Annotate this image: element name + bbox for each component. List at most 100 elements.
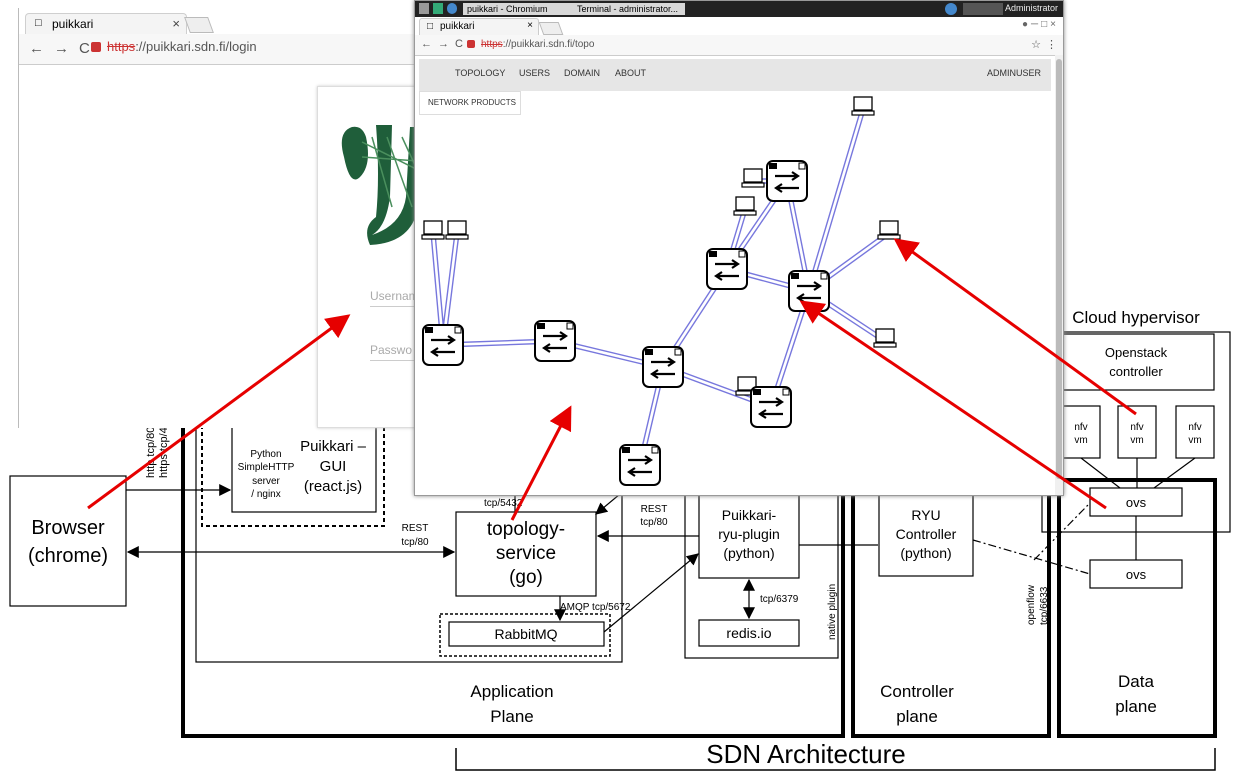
- gui-label: Puikkari –GUI(react.js): [300, 438, 367, 495]
- bookmark-star-icon[interactable]: ☆: [1031, 39, 1041, 51]
- terminal-launcher-icon[interactable]: [433, 3, 443, 14]
- taskbar-item-terminal[interactable]: Terminal - administrator...: [573, 3, 685, 15]
- conn-http-label: http tcp/80: [145, 427, 157, 478]
- navigation-bar: ←→C https://puikkari.sdn.fi/login: [19, 34, 431, 65]
- rabbitmq-label: RabbitMQ: [494, 626, 557, 642]
- redis-port-label: tcp/6379: [760, 594, 799, 605]
- topology-graph: [421, 96, 901, 486]
- ovs-2-label: ovs: [1126, 567, 1147, 582]
- vm3-ovs: [1153, 457, 1196, 489]
- address-bar[interactable]: https://puikkari.sdn.fi/login: [91, 39, 257, 54]
- password-input[interactable]: Passwo: [370, 343, 430, 361]
- openstack-box: [1055, 333, 1215, 391]
- switch-icon[interactable]: [534, 320, 576, 362]
- ovs-1-label: ovs: [1126, 495, 1147, 510]
- close-icon[interactable]: ×: [172, 16, 180, 31]
- switch-icon[interactable]: [642, 346, 684, 388]
- browser-box: [9, 475, 127, 607]
- window-controls[interactable]: ●─□×: [1021, 19, 1059, 30]
- taskbar-item-chromium[interactable]: puikkari - Chromium: [463, 3, 575, 15]
- nav-buttons[interactable]: ←→C: [29, 40, 100, 57]
- cloud-hypervisor-label: Cloud hypervisor: [1072, 308, 1200, 327]
- network-products-tab[interactable]: NETWORK PRODUCTS: [419, 91, 521, 115]
- scrollbar-thumb[interactable]: [1056, 59, 1062, 479]
- rabbitmq-box: [448, 621, 605, 647]
- tab-bar: □ puikkari × ●─□×: [415, 17, 1063, 36]
- page-icon: □: [427, 21, 434, 32]
- nav-users[interactable]: USERS: [519, 68, 551, 78]
- openflow-link-1: [972, 539, 1091, 575]
- switch-icon[interactable]: [619, 444, 661, 486]
- tab-bar: □ puikkari ×: [19, 8, 431, 35]
- host-icon[interactable]: [873, 328, 897, 348]
- nav-buttons[interactable]: ←→C: [421, 38, 469, 50]
- navigation-bar: ←→C https://puikkari.sdn.fi/topo ☆ ⋮: [415, 35, 1063, 56]
- scrollbar[interactable]: [1055, 55, 1063, 495]
- redis-box: [698, 619, 800, 647]
- url-scheme: https: [107, 39, 136, 54]
- url-rest: ://puikkari.sdn.fi/login: [135, 39, 257, 54]
- tab-puikkari-login[interactable]: □ puikkari ×: [25, 13, 187, 35]
- ryu-plugin-label: Puikkari-ryu-plugin(python): [718, 507, 779, 561]
- username-input[interactable]: Usernam: [370, 289, 430, 307]
- sdn-bracket: [455, 748, 1216, 771]
- topology-browser-window: puikkari - Chromium Terminal - administr…: [414, 0, 1064, 496]
- menu-icon[interactable]: [419, 3, 429, 14]
- nav-domain[interactable]: DOMAIN: [564, 68, 600, 78]
- tab-title: puikkari: [52, 17, 94, 31]
- nav-about[interactable]: ABOUT: [615, 68, 647, 78]
- topology-service-label: topology-service(go): [487, 519, 565, 588]
- topology-host-link[interactable]: [810, 109, 866, 292]
- gui-topology-arrow: [595, 493, 621, 515]
- taskbar-user[interactable]: Administrator: [1005, 3, 1059, 13]
- switch-icon[interactable]: [706, 248, 748, 290]
- sdn-architecture-label: SDN Architecture: [706, 739, 905, 769]
- host-icon[interactable]: [421, 220, 445, 240]
- host-icon[interactable]: [877, 220, 901, 240]
- tab-puikkari-topo[interactable]: □ puikkari ×: [419, 18, 539, 36]
- new-tab-button[interactable]: [184, 17, 214, 33]
- ovs-box-2: [1089, 559, 1183, 589]
- close-icon[interactable]: ×: [527, 20, 533, 31]
- tray-widgets: [963, 3, 1003, 15]
- host-icon[interactable]: [733, 196, 757, 216]
- tray-icon[interactable]: [945, 3, 957, 15]
- gui-dashed-box: [201, 419, 385, 527]
- browser-label: Browser(chrome): [28, 517, 108, 567]
- host-icon[interactable]: [851, 96, 875, 116]
- rabbitmq-dashed-box: [439, 613, 611, 657]
- browser-menu-icon[interactable]: ⋮: [1046, 39, 1057, 51]
- switch-icon[interactable]: [788, 270, 830, 312]
- lock-icon: [467, 40, 475, 48]
- address-bar[interactable]: https://puikkari.sdn.fi/topo: [467, 39, 594, 50]
- chromium-launcher-icon[interactable]: [447, 3, 457, 14]
- url-scheme: https: [481, 39, 503, 50]
- host-icon[interactable]: [735, 376, 759, 396]
- redis-label: redis.io: [726, 625, 771, 641]
- topology-host-link[interactable]: [806, 108, 862, 291]
- host-icon[interactable]: [445, 220, 469, 240]
- switch-icon[interactable]: [750, 386, 792, 428]
- nav-user-menu[interactable]: ADMINUSER: [987, 68, 1042, 78]
- native-plugin-label: native plugin: [827, 584, 838, 640]
- switch-icon[interactable]: [422, 324, 464, 366]
- nav-topology[interactable]: TOPOLOGY: [455, 68, 506, 78]
- desktop-taskbar: puikkari - Chromium Terminal - administr…: [415, 1, 1063, 17]
- page-icon: □: [35, 17, 42, 29]
- switch-icon[interactable]: [766, 160, 808, 202]
- subtab-label: NETWORK PRODUCTS: [428, 98, 516, 107]
- postgres-port-label: tcp/5432: [484, 498, 523, 509]
- host-icon[interactable]: [741, 168, 765, 188]
